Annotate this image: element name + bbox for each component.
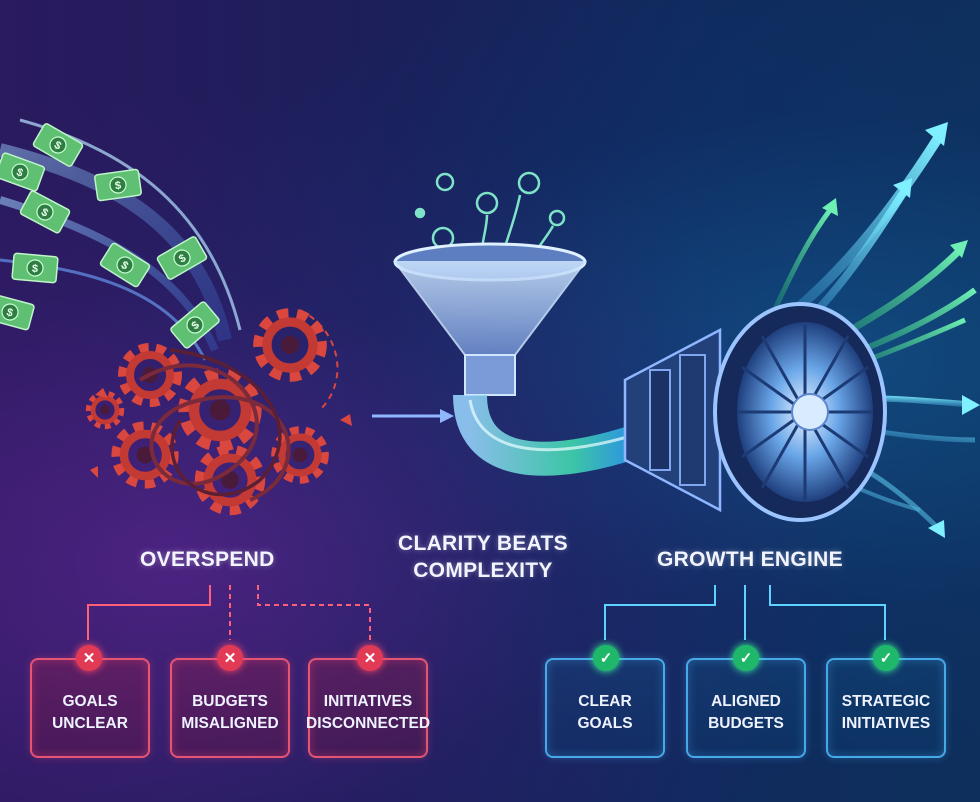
x-icon: ✕ xyxy=(217,645,243,671)
problem-card-initiatives: INITIATIVES DISCONNECTED xyxy=(306,658,431,758)
check-icon: ✓ xyxy=(733,645,759,671)
tangled-gears-icon xyxy=(89,310,352,509)
solution-card-line1: ALIGNED xyxy=(711,693,781,710)
solution-card-line1: CLEAR xyxy=(578,693,632,710)
solution-card-line2: GOALS xyxy=(577,715,633,732)
solution-connectors xyxy=(604,585,886,640)
solution-card-goals: CLEAR GOALS xyxy=(545,658,665,758)
jet-engine-icon xyxy=(623,302,887,522)
clarity-heading: CLARITY BEATS COMPLEXITY xyxy=(398,530,568,584)
problem-card-line1: INITIATIVES xyxy=(323,693,413,710)
problem-card-line2: UNCLEAR xyxy=(52,715,128,732)
problem-card-line1: BUDGETS xyxy=(192,693,268,710)
problem-connectors xyxy=(87,585,371,640)
solution-card-budgets: ALIGNED BUDGETS xyxy=(686,658,806,758)
solution-card-line1: STRATEGIC xyxy=(841,693,931,710)
x-icon: ✕ xyxy=(357,645,383,671)
growth-engine-heading: GROWTH ENGINE xyxy=(657,548,843,571)
clarity-heading-line1: CLARITY BEATS xyxy=(398,532,568,555)
check-icon: ✓ xyxy=(593,645,619,671)
funnel-icon xyxy=(392,242,651,476)
problem-card-line1: GOALS xyxy=(62,693,118,710)
problem-card-line2: DISCONNECTED xyxy=(306,715,431,732)
x-icon: ✕ xyxy=(76,645,102,671)
solution-card-initiatives: STRATEGIC INITIATIVES xyxy=(826,658,946,758)
flow-arrow-icon xyxy=(372,409,454,423)
problem-card-budgets: BUDGETS MISALIGNED xyxy=(170,658,290,758)
solution-card-line2: INITIATIVES xyxy=(841,715,931,732)
problem-card-line2: MISALIGNED xyxy=(181,715,279,732)
overspend-heading: OVERSPEND xyxy=(140,548,275,571)
clarity-heading-line2: COMPLEXITY xyxy=(413,559,553,582)
solution-card-line2: BUDGETS xyxy=(708,715,784,732)
problem-card-goals: GOALS UNCLEAR xyxy=(30,658,150,758)
check-icon: ✓ xyxy=(873,645,899,671)
